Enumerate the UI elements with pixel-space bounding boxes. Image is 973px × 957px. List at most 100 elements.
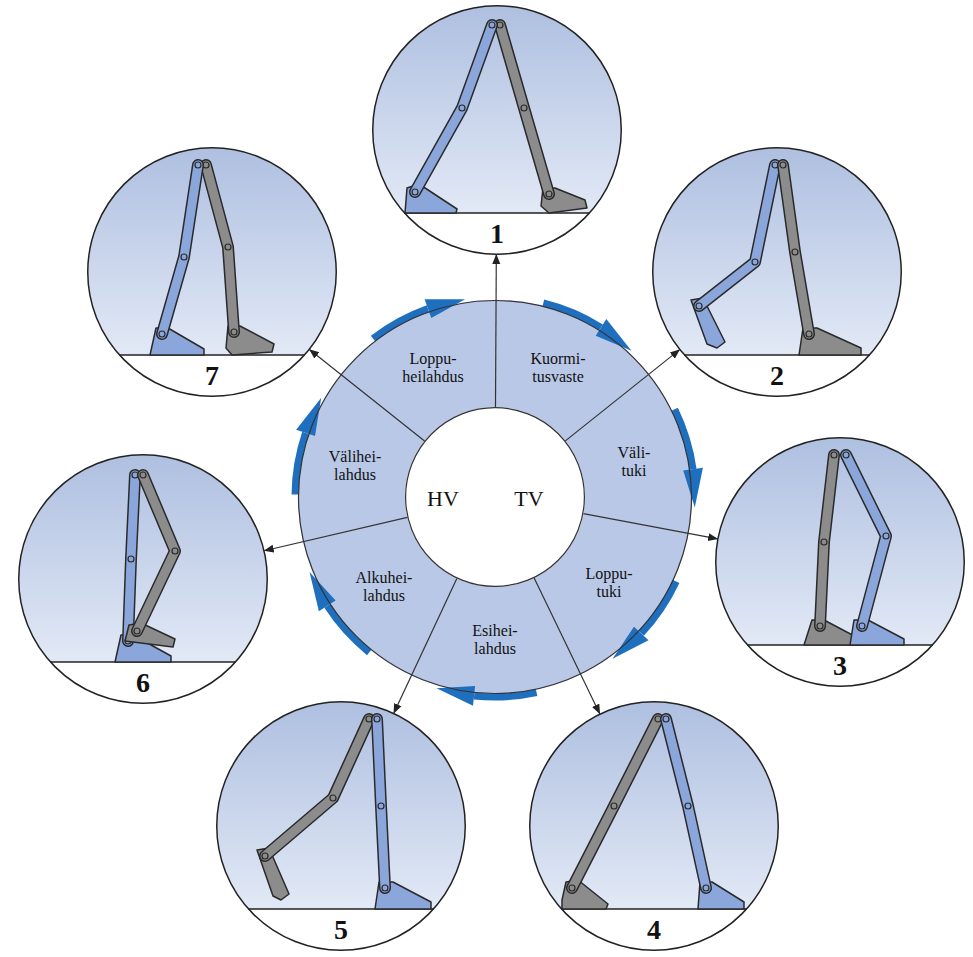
blue-leg (405, 22, 495, 213)
grey-leg-part (783, 165, 809, 334)
pose-circle-border (716, 438, 965, 687)
pose-circle: 4 (529, 701, 779, 951)
cycle-arrow-part (668, 406, 711, 508)
gait-pose-part (216, 701, 466, 951)
phase-pointer (583, 514, 717, 539)
cycle-arrow-part (611, 578, 687, 670)
gait-pose-part (652, 147, 902, 397)
blue-leg-part (377, 719, 385, 888)
grey-leg-part (206, 165, 234, 332)
blue-leg-part (181, 254, 187, 260)
blue-leg-part (162, 165, 198, 334)
blue-leg-part (696, 303, 702, 309)
gait-pose-part-part (652, 147, 902, 355)
gait-pose (652, 147, 902, 397)
grey-leg-part (500, 25, 549, 194)
gait-pose-part-part (18, 662, 268, 704)
gait-pose-part-part (216, 701, 466, 909)
grey-leg-part (521, 105, 527, 111)
callout-number: 2 (652, 358, 902, 394)
phase-pointer (264, 517, 407, 550)
phase-group-label: TV (514, 487, 543, 511)
gait-pose-part-part (529, 909, 779, 951)
grey-leg-part (134, 628, 140, 634)
grey-leg-part (140, 472, 146, 478)
blue-leg-part (859, 623, 865, 629)
blue-leg-part (663, 716, 669, 722)
grey-leg-part (820, 455, 834, 626)
pose-circle-outline (87, 147, 337, 397)
cycle-arrow (282, 283, 712, 705)
blue-leg-part (703, 885, 709, 891)
blue-leg-part (685, 803, 691, 809)
blue-leg-part (846, 455, 886, 626)
blue-leg-part (459, 105, 465, 111)
pose-circle-border (217, 702, 466, 951)
phase-ring-fill-part (298, 300, 692, 694)
gait-pose (87, 147, 337, 397)
blue-leg (374, 716, 431, 909)
gait-pose-part-part (529, 701, 779, 909)
phase-group-label: HV (427, 487, 459, 511)
grey-leg-part (572, 719, 658, 888)
phase-label: Kuormi- tusvaste (530, 350, 585, 387)
pose-circle: 6 (18, 454, 268, 704)
blue-leg-part (883, 533, 889, 539)
grey-leg-part (137, 475, 175, 631)
blue-leg-part (382, 885, 388, 891)
gait-pose-part-part (372, 5, 622, 213)
grey-leg-part (572, 719, 658, 888)
grey-leg (125, 472, 178, 647)
blue-leg (691, 162, 778, 348)
pose-circle-border (88, 148, 337, 397)
blue-leg (843, 452, 904, 645)
pose-circle-outline (529, 701, 779, 951)
grey-leg-part (611, 803, 617, 809)
phase-ring: Kuormi- tusvasteVäli- tukiLoppu- tukiEsi… (298, 300, 692, 694)
grey-leg-part (225, 244, 231, 250)
pose-circle-outline (18, 454, 268, 704)
gait-pose-part-part (216, 909, 466, 951)
center-circle: HV TV (405, 407, 585, 587)
blue-leg-part (375, 882, 431, 909)
gait-pose-part (18, 454, 268, 704)
blue-leg-part (374, 716, 380, 722)
phase-label: Alkuhei- lahdus (356, 569, 413, 606)
pose-circle-border (19, 455, 268, 704)
blue-leg-part (159, 331, 165, 337)
callout-number: 5 (216, 912, 466, 948)
callout-number: 3 (715, 648, 965, 684)
grey-leg-part (330, 795, 336, 801)
blue-leg-part (752, 259, 758, 265)
grey-leg-part (792, 249, 798, 255)
phase-pointer (534, 578, 600, 714)
grey-leg (562, 716, 661, 909)
cycle-arrow-part (282, 394, 323, 496)
blue-leg-part (162, 165, 198, 334)
grey-leg-part (783, 165, 809, 334)
pose-circle-outline (715, 437, 965, 687)
phase-ring-fill-part (405, 407, 585, 587)
blue-leg-part (415, 25, 492, 192)
gait-pose (529, 701, 779, 951)
grey-leg-part (172, 548, 178, 554)
pose-circle-border (530, 702, 779, 951)
callout-number: 7 (87, 358, 337, 394)
gait-pose-part (529, 701, 779, 951)
cycle-arrow-part (367, 283, 466, 344)
grey-leg-part (231, 329, 237, 335)
grey-leg-part (541, 188, 587, 213)
blue-leg-part (666, 719, 706, 888)
blue-leg-part (128, 556, 134, 562)
grey-leg-part (817, 623, 823, 629)
callout-number: 1 (372, 216, 622, 252)
pose-circle: 7 (87, 147, 337, 397)
blue-leg-part (666, 719, 706, 888)
blue-leg-part (128, 475, 135, 641)
gait-pose-part-part (18, 454, 268, 662)
grey-leg (203, 162, 274, 355)
grey-leg (257, 716, 372, 900)
grey-leg-part (137, 475, 175, 631)
